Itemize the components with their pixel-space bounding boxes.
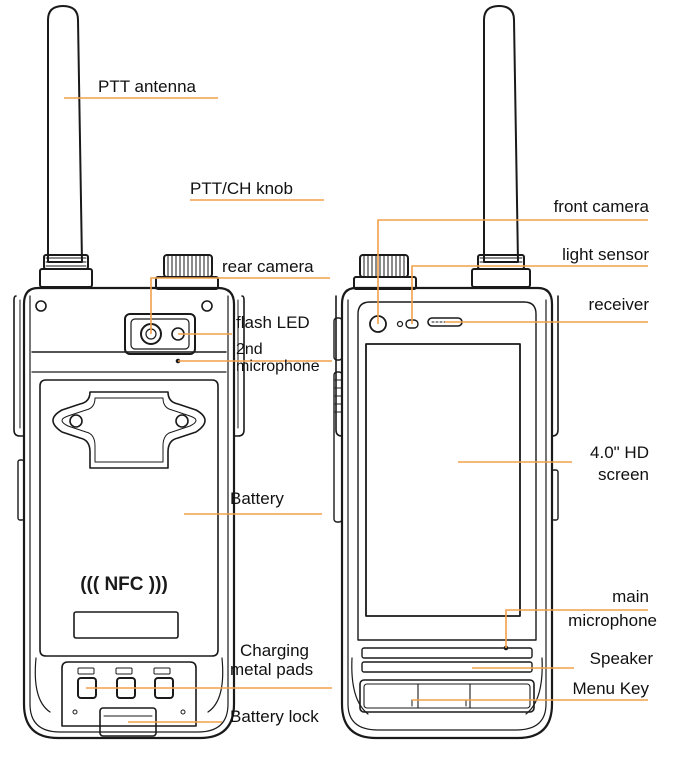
label-flash-led: flash LED	[236, 313, 310, 332]
label-main-microphone: microphone	[568, 611, 657, 630]
ptt-antenna-front	[471, 5, 531, 288]
label-receiver: receiver	[588, 295, 649, 314]
ptt-ch-knob-back	[155, 254, 219, 290]
nfc-logo: ((( NFC )))	[80, 574, 168, 595]
label-main: main	[612, 587, 649, 606]
label-screen: screen	[597, 465, 649, 484]
label-screen-size: 4.0" HD	[590, 443, 649, 462]
charging-area	[61, 661, 197, 737]
menu-keys	[359, 679, 535, 713]
front-body	[333, 286, 559, 740]
label-microphone-back: microphone	[236, 358, 320, 375]
label-menu-key: Menu Key	[572, 679, 649, 698]
back-view	[13, 5, 245, 740]
leader-main-microphone	[505, 609, 648, 648]
label-front-camera: front camera	[553, 197, 649, 216]
leader-rear-camera	[150, 277, 330, 334]
front-view	[333, 5, 559, 740]
label-rear-camera: rear camera	[222, 257, 314, 276]
display-screen	[365, 343, 521, 617]
label-ptt-ch-knob: PTT/CH knob	[190, 179, 293, 198]
rear-camera-module	[124, 313, 196, 364]
label-battery-lock: Battery lock	[230, 707, 319, 726]
leader-lines	[64, 97, 648, 723]
leader-front-camera	[377, 219, 648, 324]
label-light-sensor: light sensor	[562, 245, 649, 264]
label-2nd: 2nd	[236, 341, 263, 358]
label-charging: Charging	[240, 641, 309, 660]
label-speaker: Speaker	[589, 649, 653, 668]
label-battery: Battery	[230, 489, 284, 508]
leader-light-sensor	[411, 265, 648, 324]
speaker-grille	[361, 647, 533, 673]
label-metal-pads: metal pads	[230, 660, 314, 679]
ptt-antenna-back	[39, 5, 93, 288]
ptt-ch-knob-front	[353, 254, 417, 290]
label-ptt-antenna: PTT antenna	[98, 77, 196, 96]
battery-cover	[39, 379, 219, 657]
back-body	[13, 286, 245, 740]
front-sensors	[369, 315, 463, 333]
nfc-logo-text: ((( NFC )))	[80, 574, 168, 595]
